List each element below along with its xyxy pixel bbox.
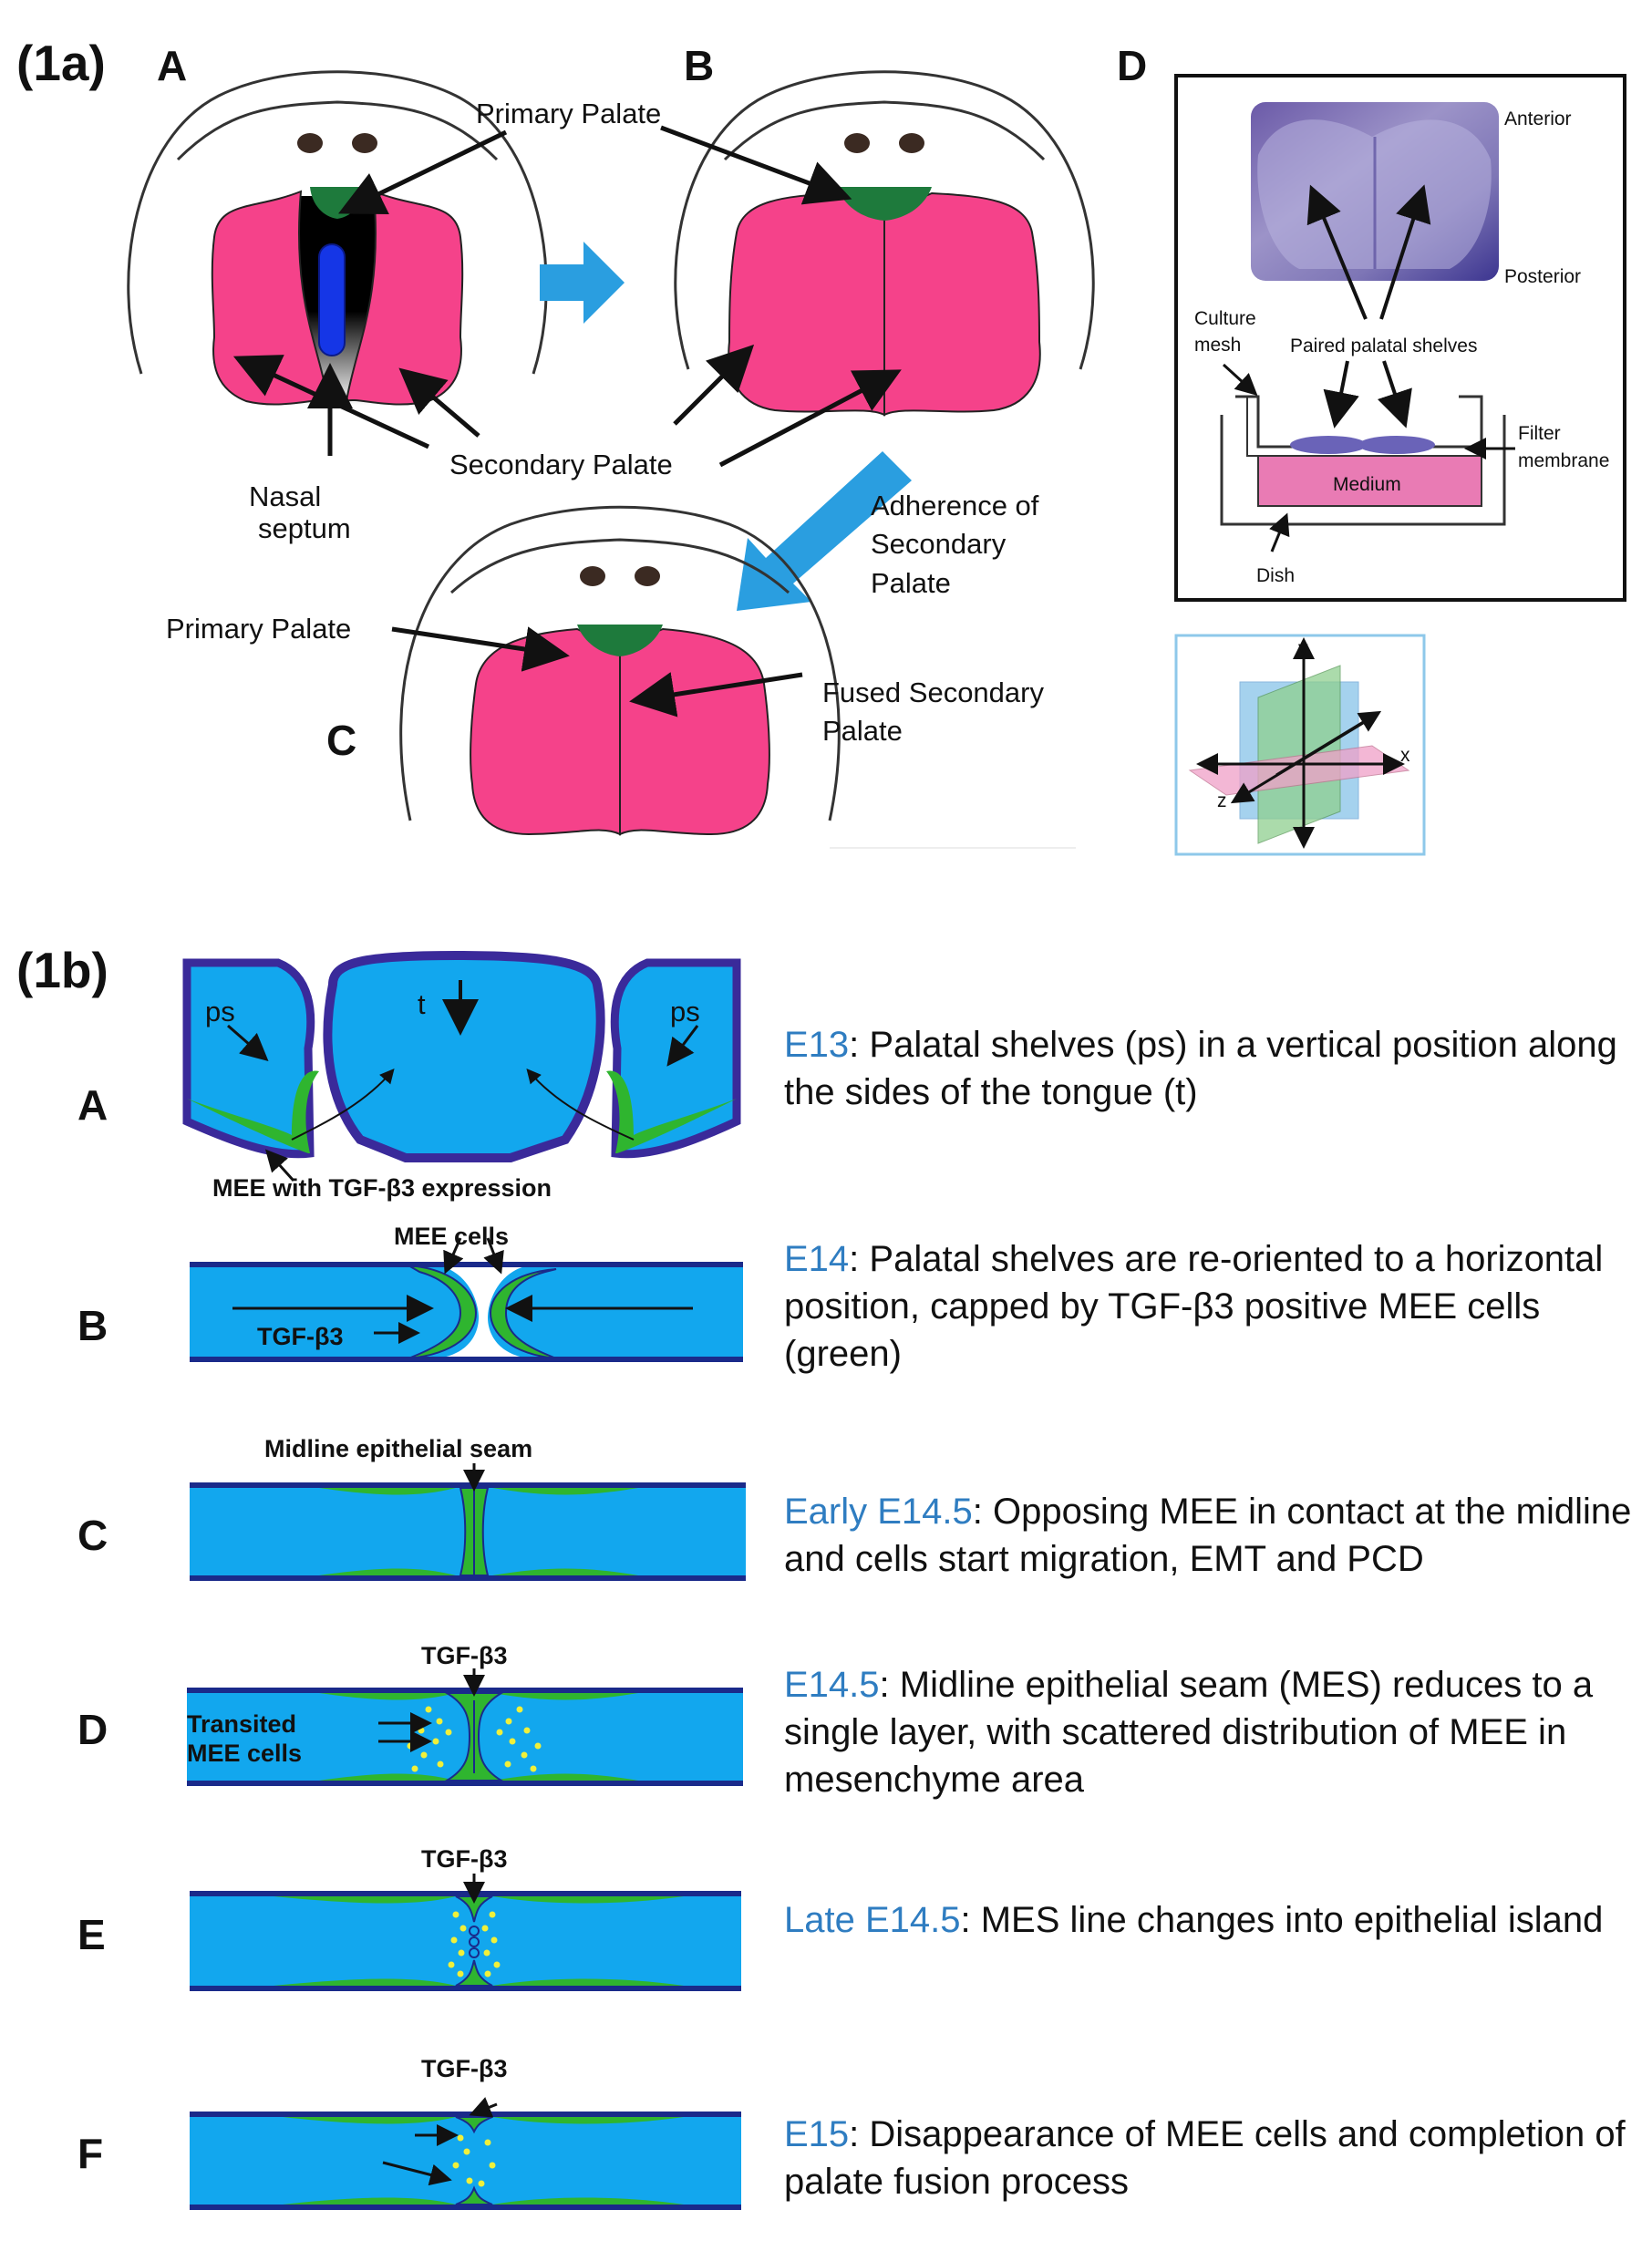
label-paired-shelves: Paired palatal shelves [1290,336,1477,356]
label-membrane: membrane [1518,450,1609,471]
stage-name: E13 [784,1025,850,1065]
label-tgf-f: TGF-β3 [421,2055,507,2082]
label-medium: Medium [1333,474,1401,495]
stage-text: : Opposing MEE in contact at the midline… [784,1492,1632,1579]
stage-description-c: Early E14.5: Opposing MEE in contact at … [784,1488,1632,1583]
row-letter-d: D [77,1706,108,1753]
stage-description-d: E14.5: Midline epithelial seam (MES) red… [784,1661,1632,1803]
stage-name: E14 [784,1239,850,1279]
label-mee-tgf: MEE with TGF-β3 expression [212,1174,552,1202]
palate-diagram-b [674,70,1095,417]
label-filter: Filter [1518,423,1561,444]
label-nasal: Nasal [249,480,321,512]
culture-setup-box: Anterior Posterior Paired palatal shelve… [1174,74,1626,602]
label-septum: septum [258,512,351,544]
row-letter-c: C [77,1512,108,1559]
panel-b-label: B [684,42,714,89]
label-fused-2: Palate [822,715,903,747]
stage-description-a: E13: Palatal shelves (ps) in a vertical … [784,1021,1632,1116]
stage-name: E14.5 [784,1665,880,1705]
axis-z-label: z [1217,790,1227,811]
stage-diagram-a [182,950,741,1182]
label-t: t [418,988,426,1020]
stage-diagram-e [190,1874,741,1991]
label-tgf-d: TGF-β3 [421,1642,507,1669]
stage-name: E15 [784,2114,850,2154]
stage-description-b: E14: Palatal shelves are re-oriented to … [784,1235,1632,1378]
panel-c-label: C [326,717,356,764]
stage-text: : Disappearance of MEE cells and complet… [784,2114,1626,2202]
label-dish: Dish [1256,565,1295,586]
stage-text: : Palatal shelves (ps) in a vertical pos… [784,1025,1617,1112]
figure-b-label: (1b) [16,942,108,998]
axis-x-label: x [1400,745,1410,766]
label-transited-1: Transited [187,1710,296,1738]
row-letter-f: F [77,2130,103,2177]
label-primary-palate-top: Primary Palate [476,98,661,129]
label-mesh: mesh [1194,335,1241,356]
label-adherence-3: Palate [871,567,951,599]
label-posterior: Posterior [1504,266,1581,287]
stage-text: : MES line changes into epithelial islan… [960,1900,1604,1940]
stage-description-f: E15: Disappearance of MEE cells and comp… [784,2111,1632,2205]
stage-diagram-b [190,1237,743,1362]
arrow-a-to-b [540,242,625,324]
row-letter-a: A [77,1081,108,1129]
stage-description-e: Late E14.5: MES line changes into epithe… [784,1896,1632,1944]
figure-a-label: (1a) [16,35,106,91]
label-tgf-b: TGF-β3 [257,1323,343,1350]
stage-name: Early E14.5 [784,1492,973,1532]
axis-planes-box: y x z [1174,634,1426,856]
arrow-b-to-c [737,451,912,611]
label-adherence-1: Adherence of [871,490,1039,521]
label-culture: Culture [1194,308,1256,329]
palate-diagram-a [127,70,548,406]
stage-text: : Midline epithelial seam (MES) reduces … [784,1665,1594,1800]
panel-d-label: D [1117,42,1147,89]
stage-text: : Palatal shelves are re-oriented to a h… [784,1239,1604,1374]
stage-diagram-c [190,1463,746,1581]
label-primary-palate-c: Primary Palate [166,613,351,645]
label-fused-1: Fused Secondary [822,676,1044,708]
label-anterior: Anterior [1504,108,1572,129]
label-ps-left: ps [205,996,235,1027]
label-mee-cells: MEE cells [394,1223,509,1250]
label-mes: Midline epithelial seam [264,1435,532,1462]
axis-y-label: y [1298,638,1308,659]
label-secondary-palate: Secondary Palate [449,449,673,480]
label-tgf-e: TGF-β3 [421,1845,507,1873]
label-adherence-2: Secondary [871,528,1007,560]
label-transited-2: MEE cells [187,1740,302,1767]
label-ps-right: ps [670,996,700,1027]
row-letter-b: B [77,1302,108,1349]
stage-diagram-f [190,2097,741,2210]
panel-a-label: A [157,42,187,89]
stage-name: Late E14.5 [784,1900,961,1940]
stage-diagram-d [187,1668,743,1786]
row-letter-e: E [77,1911,106,1958]
